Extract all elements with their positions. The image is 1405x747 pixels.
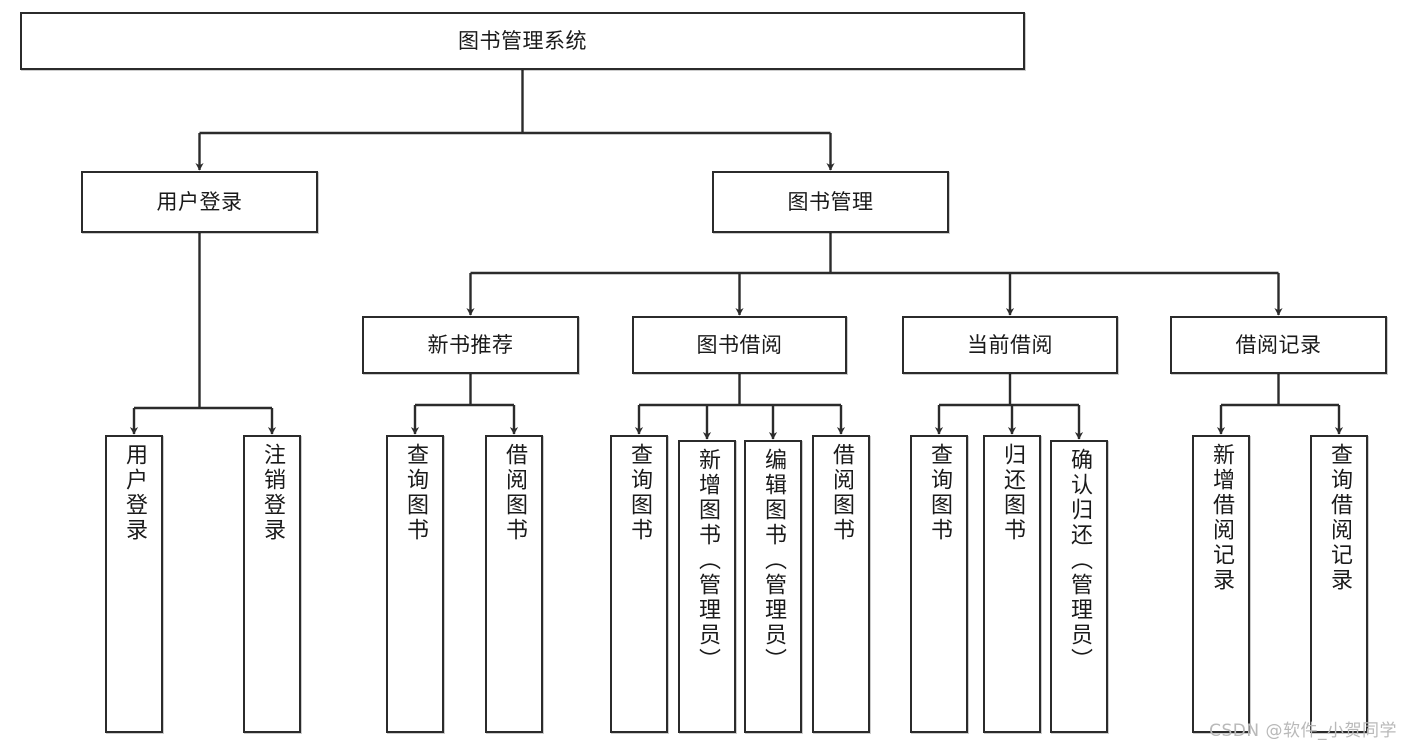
node-label: 注销登录 <box>260 443 285 543</box>
node-label: 用户登录 <box>156 189 243 214</box>
node-label: 归还图书 <box>1000 443 1025 543</box>
node-leaf-confirm-return[interactable]: 确认归还（管理员） <box>1050 440 1108 733</box>
node-root[interactable]: 图书管理系统 <box>20 12 1025 70</box>
node-label: 查询借阅记录 <box>1327 443 1352 593</box>
node-label: 图书管理系统 <box>458 28 587 53</box>
node-label: 图书借阅 <box>696 332 783 357</box>
node-leaf-add-record[interactable]: 新增借阅记录 <box>1192 435 1250 733</box>
node-leaf-add-book[interactable]: 新增图书（管理员） <box>678 440 736 733</box>
node-label: 借阅图书 <box>829 443 854 543</box>
node-leaf-return-book[interactable]: 归还图书 <box>983 435 1041 733</box>
node-leaf-query-book-3[interactable]: 查询图书 <box>910 435 968 733</box>
node-label: 新书推荐 <box>427 332 514 357</box>
node-label: 查询图书 <box>403 443 428 543</box>
node-leaf-borrow-book-2[interactable]: 借阅图书 <box>812 435 870 733</box>
node-label: 查询图书 <box>627 443 652 543</box>
node-leaf-query-record[interactable]: 查询借阅记录 <box>1310 435 1368 733</box>
node-leaf-borrow-book-1[interactable]: 借阅图书 <box>485 435 543 733</box>
node-new-book-rec[interactable]: 新书推荐 <box>362 316 579 374</box>
node-leaf-query-book-2[interactable]: 查询图书 <box>610 435 668 733</box>
node-book-manage[interactable]: 图书管理 <box>712 171 949 233</box>
node-user-login[interactable]: 用户登录 <box>81 171 318 233</box>
node-label: 当前借阅 <box>967 332 1053 357</box>
node-leaf-user-login[interactable]: 用户登录 <box>105 435 163 733</box>
node-label: 用户登录 <box>122 443 147 543</box>
watermark: CSDN @软件_小贺同学 <box>1209 721 1397 741</box>
node-leaf-edit-book[interactable]: 编辑图书（管理员） <box>744 440 802 733</box>
node-current-borrow[interactable]: 当前借阅 <box>902 316 1118 374</box>
node-label: 确认归还（管理员） <box>1067 448 1092 673</box>
node-leaf-query-book-1[interactable]: 查询图书 <box>386 435 444 733</box>
node-leaf-logout[interactable]: 注销登录 <box>243 435 301 733</box>
node-label: 借阅记录 <box>1235 332 1322 357</box>
node-book-borrow[interactable]: 图书借阅 <box>632 316 847 374</box>
node-label: 查询图书 <box>927 443 952 543</box>
node-borrow-record[interactable]: 借阅记录 <box>1170 316 1387 374</box>
node-label: 图书管理 <box>787 189 874 214</box>
node-label: 编辑图书（管理员） <box>761 448 786 673</box>
node-label: 新增借阅记录 <box>1209 443 1234 593</box>
node-label: 借阅图书 <box>502 443 527 543</box>
node-label: 新增图书（管理员） <box>695 448 720 673</box>
